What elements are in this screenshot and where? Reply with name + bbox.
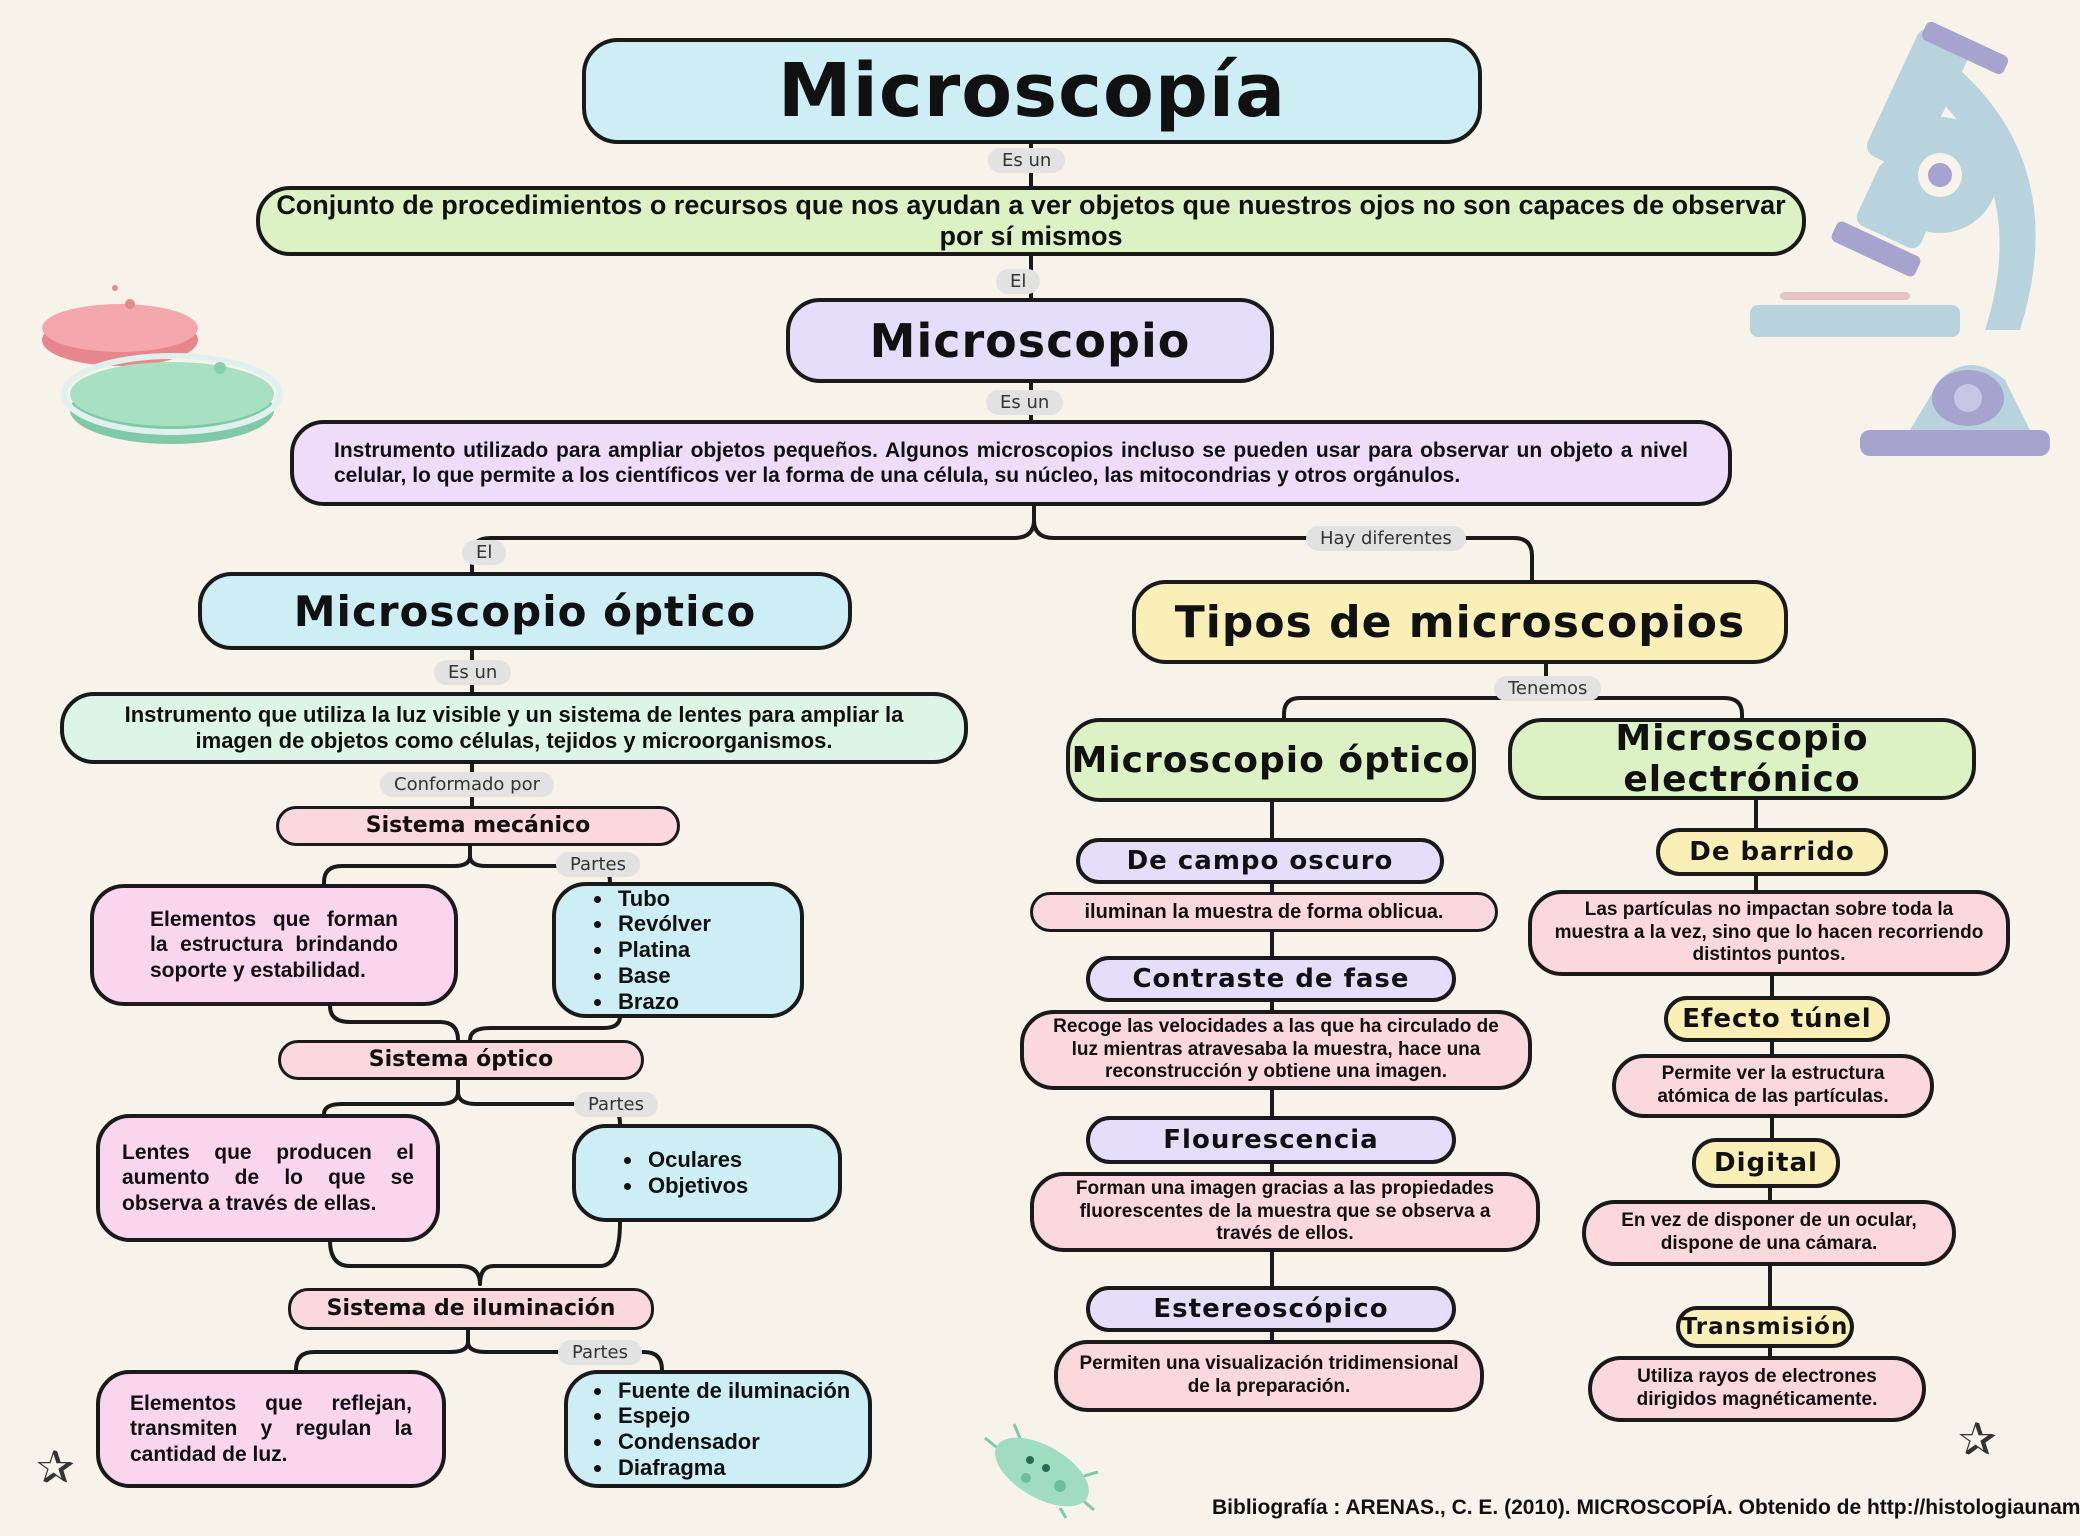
type-fluorescence-description: Forman una imagen gracias a las propieda… bbox=[1030, 1172, 1540, 1252]
part-item: Fuente de iluminación bbox=[614, 1378, 850, 1404]
part-item: Condensador bbox=[614, 1429, 850, 1455]
link-label-tenemos: Tenemos bbox=[1494, 676, 1602, 701]
types-optical-title: Microscopio óptico bbox=[1066, 718, 1476, 802]
link-label-partes: Partes bbox=[574, 1092, 658, 1117]
star-icon: ✰ bbox=[36, 1440, 75, 1494]
part-item: Platina bbox=[614, 937, 711, 963]
type-dark-field: De campo oscuro bbox=[1076, 838, 1444, 884]
type-phase-contrast: Contraste de fase bbox=[1086, 956, 1456, 1002]
link-label-partes: Partes bbox=[558, 1340, 642, 1365]
microscope-title: Microscopio bbox=[786, 298, 1274, 383]
type-stereoscopic: Estereoscópico bbox=[1086, 1286, 1456, 1332]
type-scanning-description: Las partículas no impactan sobre toda la… bbox=[1528, 890, 2010, 976]
link-label-es-un: Es un bbox=[434, 660, 512, 685]
illumination-system-title: Sistema de iluminación bbox=[288, 1288, 654, 1330]
type-phase-contrast-description: Recoge las velocidades a las que ha circ… bbox=[1020, 1010, 1532, 1090]
part-item: Objetivos bbox=[644, 1173, 748, 1199]
microscope-description: Instrumento utilizado para ampliar objet… bbox=[290, 420, 1732, 506]
optical-microscope-description: Instrumento que utiliza la luz visible y… bbox=[60, 692, 968, 764]
mechanical-system-description: Elementos que forman la estructura brind… bbox=[90, 884, 458, 1006]
type-stereoscopic-description: Permiten una visualización tridimensiona… bbox=[1054, 1340, 1484, 1412]
mechanical-system-parts: Tubo Revólver Platina Base Brazo bbox=[552, 882, 804, 1018]
illumination-system-description: Elementos que reflejan, transmiten y reg… bbox=[96, 1370, 446, 1488]
part-item: Revólver bbox=[614, 911, 711, 937]
microscope-icon bbox=[1750, 21, 2050, 456]
link-label-conformado-por: Conformado por bbox=[380, 772, 554, 797]
part-item: Tubo bbox=[614, 886, 711, 912]
part-item: Espejo bbox=[614, 1403, 850, 1429]
type-tunnel-effect-description: Permite ver la estructura atómica de las… bbox=[1612, 1054, 1934, 1118]
type-digital-description: En vez de disponer de un ocular, dispone… bbox=[1582, 1200, 1956, 1266]
type-transmission-description: Utiliza rayos de electrones dirigidos ma… bbox=[1588, 1356, 1926, 1422]
microscope-types-title: Tipos de microscopios bbox=[1132, 580, 1788, 664]
type-digital: Digital bbox=[1692, 1138, 1840, 1188]
bacteria-icon bbox=[984, 1423, 1099, 1519]
link-label-hay-diferentes: Hay diferentes bbox=[1306, 526, 1466, 551]
link-label-es-un: Es un bbox=[988, 148, 1066, 173]
main-title: Microscopía bbox=[582, 38, 1482, 144]
definition-box: Conjunto de procedimientos o recursos qu… bbox=[256, 186, 1806, 256]
part-item: Brazo bbox=[614, 989, 711, 1015]
link-label-es-un: Es un bbox=[986, 390, 1064, 415]
link-label-el: El bbox=[996, 269, 1041, 294]
optical-system-description: Lentes que producen el aumento de lo que… bbox=[96, 1114, 440, 1242]
part-item: Base bbox=[614, 963, 711, 989]
optical-system-parts: Oculares Objetivos bbox=[572, 1124, 842, 1222]
mechanical-system-title: Sistema mecánico bbox=[276, 806, 680, 846]
star-icon: ✰ bbox=[1958, 1412, 1997, 1466]
bibliography-text: Bibliografía : ARENAS., C. E. (2010). MI… bbox=[1212, 1496, 2080, 1519]
link-label-el: El bbox=[462, 540, 507, 565]
illumination-system-parts: Fuente de iluminación Espejo Condensador… bbox=[564, 1370, 872, 1488]
type-fluorescence: Flourescencia bbox=[1086, 1116, 1456, 1164]
type-scanning: De barrido bbox=[1656, 828, 1888, 876]
types-electronic-title: Microscopio electrónico bbox=[1508, 718, 1976, 800]
part-item: Diafragma bbox=[614, 1455, 850, 1481]
part-item: Oculares bbox=[644, 1147, 748, 1173]
type-dark-field-description: iluminan la muestra de forma oblicua. bbox=[1030, 892, 1498, 932]
type-transmission: Transmisión bbox=[1676, 1306, 1854, 1348]
type-tunnel-effect: Efecto túnel bbox=[1664, 996, 1890, 1042]
link-label-partes: Partes bbox=[556, 852, 640, 877]
petri-dish-icon bbox=[42, 285, 283, 444]
optical-microscope-title: Microscopio óptico bbox=[198, 572, 852, 650]
optical-system-title: Sistema óptico bbox=[278, 1040, 644, 1080]
